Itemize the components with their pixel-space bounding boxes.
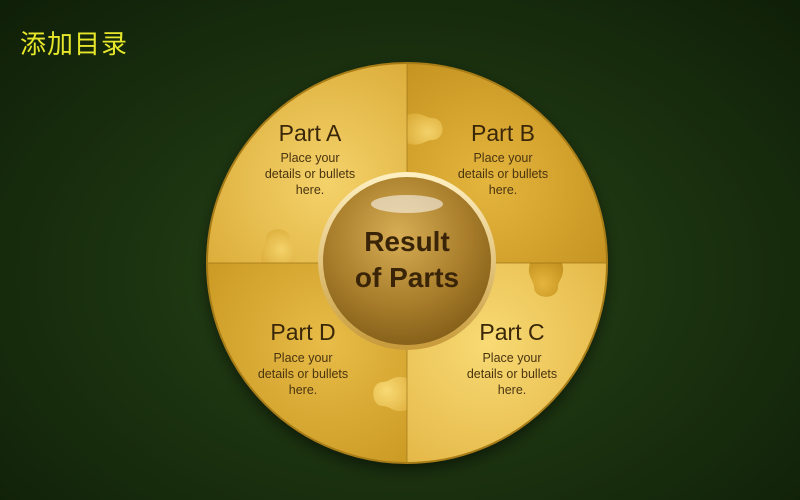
- knob-c-into-d: [373, 376, 407, 412]
- part-d-line-3: here.: [289, 383, 318, 397]
- part-b-line-3: here.: [489, 183, 518, 197]
- part-b-line-1: Place your: [473, 151, 532, 165]
- slide-title: 添加目录: [20, 30, 129, 60]
- part-c-line-2: details or bullets: [467, 367, 557, 381]
- part-a-line-3: here.: [296, 183, 325, 197]
- part-b-title: Part B: [471, 120, 535, 146]
- knob-a-into-b: [407, 113, 443, 145]
- center-line-1: Result: [364, 226, 450, 257]
- part-c-title: Part C: [479, 319, 544, 345]
- part-d-line-1: Place your: [273, 351, 332, 365]
- part-d-line-2: details or bullets: [258, 367, 348, 381]
- part-b-line-2: details or bullets: [458, 167, 548, 181]
- part-a-line-1: Place your: [280, 151, 339, 165]
- knob-a-into-d: [260, 229, 296, 263]
- part-d-title: Part D: [270, 319, 335, 345]
- part-c-line-3: here.: [498, 383, 527, 397]
- knob-b-into-c: [528, 263, 564, 297]
- puzzle-rim: [206, 62, 608, 464]
- center-line-2: of Parts: [355, 262, 459, 293]
- center-highlight: [371, 195, 443, 213]
- center-medallion: [323, 177, 491, 345]
- part-c-line-1: Place your: [482, 351, 541, 365]
- part-a-title: Part A: [279, 120, 342, 146]
- part-a-line-2: details or bullets: [265, 167, 355, 181]
